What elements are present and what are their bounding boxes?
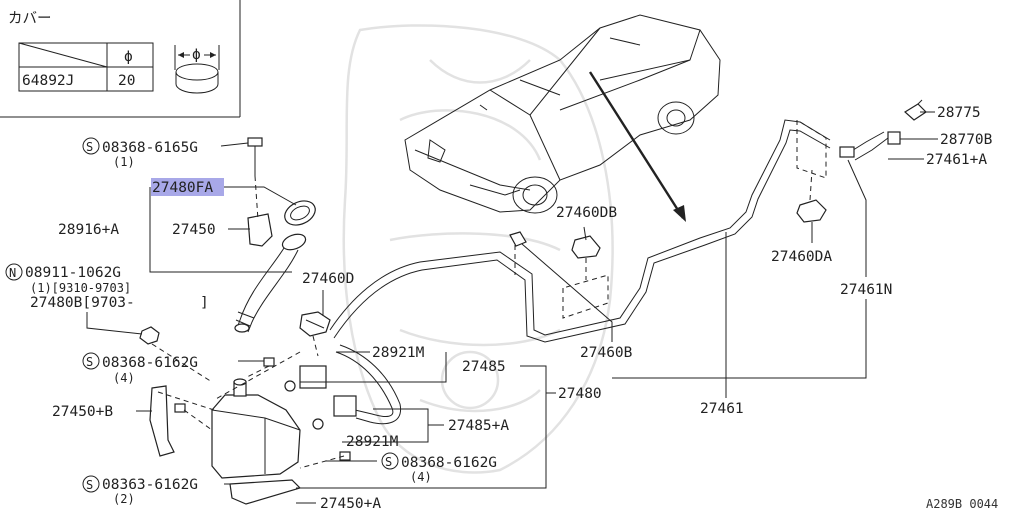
clip-27460d — [299, 311, 331, 337]
location-arrow — [588, 71, 685, 219]
label-27461a: 27461+A — [926, 152, 987, 168]
label-27485a: 27485+A — [448, 418, 509, 434]
label-27480b-close: ] — [200, 295, 209, 311]
label-27480: 27480 — [558, 386, 602, 402]
screw-bracket — [174, 403, 186, 413]
label-08363-6162g-qty: (2) — [113, 492, 135, 506]
cover-title: カバー — [8, 11, 52, 27]
label-27480fa: 27480FA — [152, 180, 213, 196]
clip-27460da — [796, 199, 827, 223]
label-27460b: 27460B — [580, 345, 633, 361]
label-08368-6165g: 08368-6165G — [102, 140, 198, 156]
marker-s-4: S — [86, 478, 93, 492]
label-08911-line2: (1)[9310-9703] — [30, 281, 131, 295]
label-08368-6165g-qty: (1) — [113, 155, 135, 169]
label-27460da: 27460DA — [771, 249, 832, 265]
cover-table-part-no: 64892J — [22, 73, 74, 89]
leader-lines — [86, 111, 938, 504]
car-illustration — [404, 14, 721, 214]
nut-08911-1062g — [139, 326, 160, 345]
pump-upper — [284, 365, 327, 392]
bracket-27450 — [247, 213, 273, 247]
cover-table-phi-header: ϕ — [124, 49, 133, 65]
cover-dim-symbol: ϕ — [192, 47, 201, 63]
label-08368-6162g-a: 08368-6162G — [102, 355, 198, 371]
label-28916a: 28916+A — [58, 222, 119, 238]
circled-markers: S N S S S — [5, 137, 399, 493]
label-27461: 27461 — [700, 401, 744, 417]
washer-tank — [211, 378, 301, 479]
marker-s-1: S — [86, 140, 93, 154]
label-27461n: 27461N — [840, 282, 892, 298]
bracket-27450b — [149, 385, 175, 457]
label-27450a: 27450+A — [320, 496, 381, 511]
bolt-08368-6165g — [247, 137, 263, 176]
label-08363-6162g: 08363-6162G — [102, 477, 198, 493]
marker-s-3: S — [385, 455, 392, 469]
label-08368-6162g-b-qty: (4) — [410, 470, 432, 484]
label-28775: 28775 — [937, 105, 981, 121]
label-28770b: 28770B — [940, 132, 993, 148]
label-28921m-a: 28921M — [372, 345, 425, 361]
filler-neck-hose — [234, 233, 307, 333]
joint-28770b — [839, 131, 901, 158]
highlight-27480fa — [151, 178, 224, 196]
label-27450: 27450 — [172, 222, 216, 238]
marker-s-2: S — [86, 355, 93, 369]
assembly-dashes — [151, 119, 827, 469]
label-08368-6162g-b: 08368-6162G — [401, 455, 497, 471]
label-27450b: 27450+B — [52, 404, 113, 420]
label-28921m-b: 28921M — [346, 434, 399, 450]
marker-n-1: N — [9, 266, 16, 280]
label-27460d: 27460D — [302, 271, 354, 287]
table-diagonal — [18, 42, 108, 68]
cover-table-value: 20 — [118, 73, 135, 89]
nozzle-28775 — [903, 99, 927, 121]
location-arrow-head — [673, 205, 686, 222]
reference-code: A289B 0044 — [926, 497, 998, 511]
label-27460db: 27460DB — [556, 205, 617, 221]
cover-table: ϕ 64892J 20 — [18, 42, 154, 92]
clip-27460b — [509, 231, 527, 247]
cover-cap-illustration: ϕ — [174, 45, 220, 94]
screw-tank — [339, 451, 351, 461]
screw-upper — [263, 357, 275, 367]
label-27480b: 27480B[9703- — [30, 295, 135, 311]
label-27485: 27485 — [462, 359, 506, 375]
washer-hose — [329, 119, 889, 425]
clip-27460db — [571, 235, 601, 259]
label-08368-6162g-a-qty: (4) — [113, 371, 135, 385]
filler-cap — [284, 200, 316, 226]
label-08911-1062g: 08911-1062G — [25, 265, 121, 281]
pump-lower — [312, 395, 357, 430]
bracket-27450a — [229, 479, 302, 505]
